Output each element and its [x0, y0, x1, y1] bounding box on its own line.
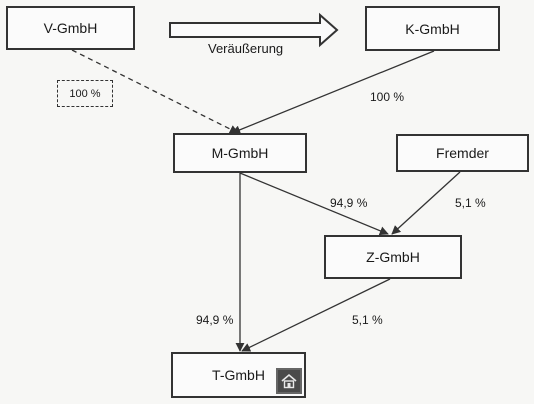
share-label-m-t: 94,9 % — [196, 313, 234, 327]
share-label-m-z: 94,9 % — [330, 196, 368, 210]
node-z-gmbh-label: Z-GmbH — [366, 249, 420, 265]
edge-k-to-m — [231, 50, 435, 135]
node-k-gmbh: K-GmbH — [365, 6, 500, 51]
edge-z-to-t — [241, 278, 391, 352]
node-m-gmbh-label: M-GmbH — [211, 145, 269, 161]
node-t-gmbh: T-GmbH — [171, 352, 306, 398]
node-v-gmbh: V-GmbH — [6, 6, 135, 50]
edge-fremder-to-z — [391, 171, 461, 235]
veraeusserung-arrow — [169, 12, 339, 48]
node-fremder-label: Fremder — [436, 145, 489, 161]
veraeusserung-label: Veräußerung — [208, 41, 284, 56]
node-k-gmbh-label: K-GmbH — [405, 20, 460, 37]
node-t-gmbh-label: T-GmbH — [212, 367, 265, 383]
share-label-z-t: 5,1 % — [352, 313, 383, 327]
edge-m-to-z — [239, 172, 389, 236]
share-label-v-m: 100 % — [57, 80, 113, 107]
node-fremder: Fremder — [396, 134, 529, 172]
node-v-gmbh-label: V-GmbH — [43, 20, 98, 36]
node-m-gmbh: M-GmbH — [173, 133, 307, 173]
share-label-k-m: 100 % — [370, 90, 405, 104]
home-icon — [276, 368, 302, 394]
node-z-gmbh: Z-GmbH — [324, 235, 462, 279]
edge-v-to-m — [71, 49, 239, 134]
share-label-fremder-z: 5,1 % — [455, 196, 486, 210]
